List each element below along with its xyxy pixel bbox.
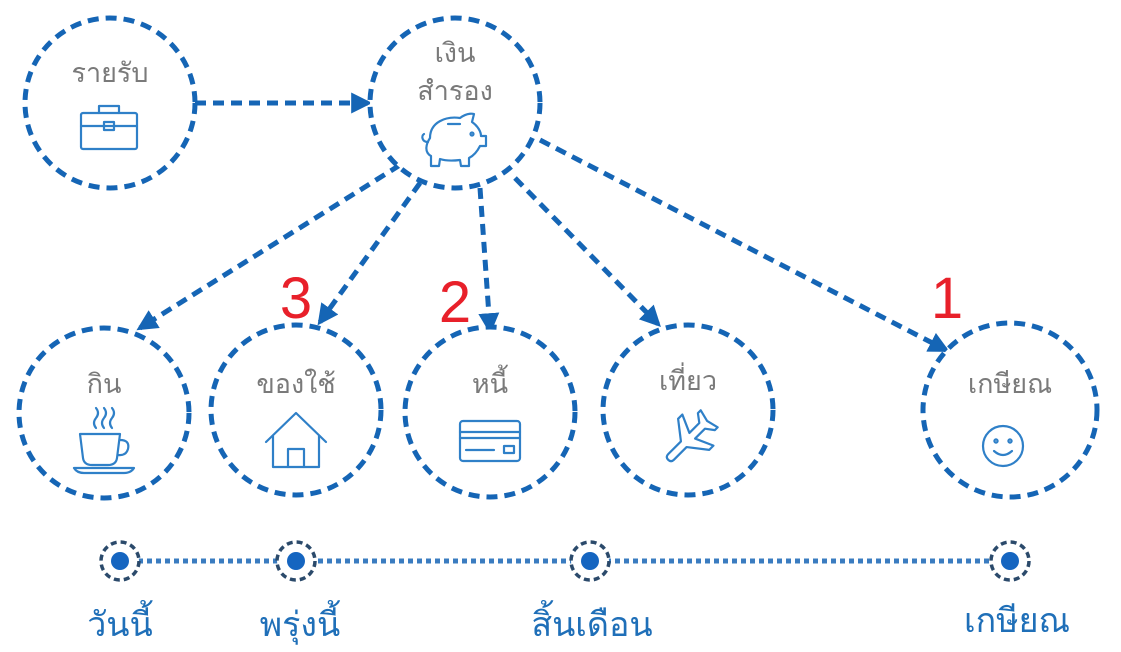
credit-card-icon	[458, 419, 522, 463]
arrow-savings-to-retirement	[538, 137, 950, 353]
briefcase-icon	[79, 104, 139, 151]
arrow-savings-to-supplies	[317, 181, 423, 326]
arrow-savings-to-food	[136, 162, 402, 331]
timeline-label-tomorrow: พรุ่งนี้	[260, 600, 341, 645]
node-supplies: ของใช้	[208, 322, 384, 498]
node-income-label: รายรับ	[71, 58, 148, 89]
node-income: รายรับ	[22, 15, 198, 191]
node-savings-label-line1: เงิน	[435, 38, 476, 69]
node-debt: หนี้	[402, 324, 578, 500]
timeline-marker-tomorrow	[275, 540, 317, 582]
node-travel: เที่ยว	[600, 322, 776, 498]
timeline-marker-today	[99, 540, 141, 582]
arrow-savings-to-travel	[513, 176, 661, 328]
timeline-marker-month-end	[569, 540, 611, 582]
coffee-cup-icon	[72, 406, 136, 475]
timeline-marker-retirement	[989, 540, 1031, 582]
arrows	[136, 92, 950, 353]
airplane-icon	[665, 409, 719, 463]
arrow-savings-to-debt	[477, 187, 500, 335]
node-food-label: กิน	[87, 369, 122, 400]
node-supplies-label: ของใช้	[256, 368, 335, 400]
timeline-label-today: วันนี้	[87, 600, 153, 645]
timeline-label-month-end: สิ้นเดือน	[531, 600, 652, 645]
node-retirement: เกษียณ	[920, 320, 1100, 500]
node-food: กิน	[16, 325, 192, 501]
timeline: วันนี้ พรุ่งนี้ สิ้นเดือน เกษียณ	[87, 540, 1070, 645]
timeline-label-retirement: เกษียณ	[964, 601, 1070, 641]
rank-retirement: 1	[931, 266, 963, 331]
rank-supplies: 3	[280, 266, 312, 331]
node-debt-label: หนี้	[472, 364, 508, 400]
piggy-bank-icon	[421, 112, 488, 168]
smiley-icon	[981, 424, 1025, 468]
node-savings: เงิน สำรอง	[367, 15, 543, 191]
node-retirement-label: เกษียณ	[968, 369, 1052, 400]
rank-debt: 2	[439, 270, 471, 335]
house-icon	[264, 411, 328, 469]
node-travel-label: เที่ยว	[659, 362, 717, 397]
node-savings-label-line2: สำรอง	[417, 76, 493, 107]
